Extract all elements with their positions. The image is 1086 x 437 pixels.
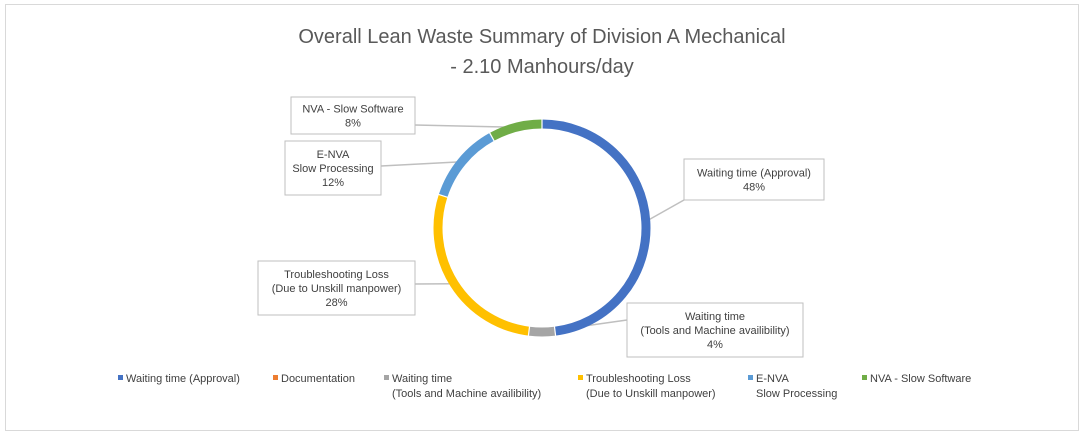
data-label-nva-slow-software: NVA - Slow Software 8% bbox=[290, 96, 416, 135]
data-label-box bbox=[257, 260, 416, 316]
slice-separator bbox=[437, 193, 449, 199]
legend-swatch bbox=[862, 375, 867, 380]
legend-label: Waiting time bbox=[392, 373, 452, 385]
legend-item-troubleshooting-loss-due-to-unskill-manpower: Troubleshooting Loss (Due to Unskill manp… bbox=[578, 373, 716, 400]
chart-title: Overall Lean Waste Summary of Division A… bbox=[298, 26, 785, 78]
leader-line bbox=[645, 199, 685, 223]
chart-legend: Waiting time (Approval) Documentation Wait… bbox=[118, 373, 971, 400]
chart-title-line: - 2.10 Manhours/day bbox=[450, 56, 633, 78]
slice-e-nva-slow-processing bbox=[438, 132, 495, 198]
data-label-percent: 28% bbox=[325, 297, 347, 309]
legend-swatch bbox=[748, 375, 753, 380]
data-label-e-nva-slow-processing: E-NVA Slow Processing 12% bbox=[284, 140, 382, 196]
slice-troubleshooting-loss-due-to-unskill-manpower bbox=[433, 194, 530, 336]
data-label-category: E-NVA bbox=[317, 149, 350, 161]
label-leader-lines bbox=[380, 124, 685, 333]
data-label-box bbox=[683, 158, 825, 201]
data-labels: Waiting time (Approval) 48% Waiting time (T… bbox=[257, 96, 825, 358]
chart-frame bbox=[5, 4, 1079, 431]
data-label-percent: 4% bbox=[707, 339, 723, 351]
legend-swatch bbox=[118, 375, 123, 380]
legend-item-e-nva-slow-processing: E-NVA Slow Processing bbox=[748, 373, 837, 400]
legend-item-waiting-time-tools-and-machine-availibility: Waiting time (Tools and Machine availibil… bbox=[384, 373, 541, 400]
legend-item-documentation: Documentation bbox=[273, 373, 355, 385]
data-label-percent: 48% bbox=[743, 182, 765, 194]
data-label-waiting-time-approval: Waiting time (Approval) 48% bbox=[683, 158, 825, 201]
data-label-percent: 8% bbox=[345, 118, 361, 130]
data-label-box bbox=[284, 140, 382, 196]
data-label-category: Waiting time (Approval) bbox=[697, 168, 811, 180]
legend-label: E-NVA bbox=[756, 373, 789, 385]
data-label-troubleshooting-loss-due-to-unskill-manpower: Troubleshooting Loss (Due to Unskill manp… bbox=[257, 260, 416, 316]
data-label-category: (Due to Unskill manpower) bbox=[272, 283, 402, 295]
doughnut-slices bbox=[433, 118, 651, 337]
legend-item-nva-slow-software: NVA - Slow Software bbox=[862, 373, 971, 385]
legend-swatch bbox=[384, 375, 389, 380]
leader-line bbox=[414, 124, 517, 129]
data-label-category: Slow Processing bbox=[292, 163, 373, 175]
legend-label: Documentation bbox=[281, 373, 355, 385]
legend-swatch bbox=[273, 375, 278, 380]
legend-label: (Due to Unskill manpower) bbox=[586, 388, 716, 400]
legend-label: NVA - Slow Software bbox=[870, 373, 971, 385]
legend-label: (Tools and Machine availibility) bbox=[392, 388, 541, 400]
legend-swatch bbox=[578, 375, 583, 380]
data-label-box bbox=[626, 302, 804, 358]
slice-separator bbox=[527, 325, 531, 337]
slice-nva-slow-software bbox=[489, 119, 543, 141]
data-label-category: Troubleshooting Loss bbox=[284, 269, 389, 281]
legend-label: Slow Processing bbox=[756, 388, 837, 400]
data-label-category: NVA - Slow Software bbox=[302, 104, 403, 116]
data-label-category: (Tools and Machine availibility) bbox=[640, 325, 789, 337]
legend-label: Waiting time (Approval) bbox=[126, 373, 240, 385]
legend-label: Troubleshooting Loss bbox=[586, 373, 691, 385]
leader-line bbox=[380, 160, 462, 167]
slice-waiting-time-tools-and-machine-availibility bbox=[528, 326, 556, 337]
legend-item-waiting-time-approval: Waiting time (Approval) bbox=[118, 373, 240, 385]
data-label-category: Waiting time bbox=[685, 311, 745, 323]
data-label-box bbox=[290, 96, 416, 135]
data-label-percent: 12% bbox=[322, 177, 344, 189]
slice-waiting-time-approval bbox=[541, 119, 651, 336]
slice-separator bbox=[488, 131, 496, 142]
chart-title-line: Overall Lean Waste Summary of Division A… bbox=[298, 26, 785, 48]
data-label-waiting-time-tools-and-machine-availibility: Waiting time (Tools and Machine availibil… bbox=[626, 302, 804, 358]
slice-separator bbox=[553, 325, 557, 337]
